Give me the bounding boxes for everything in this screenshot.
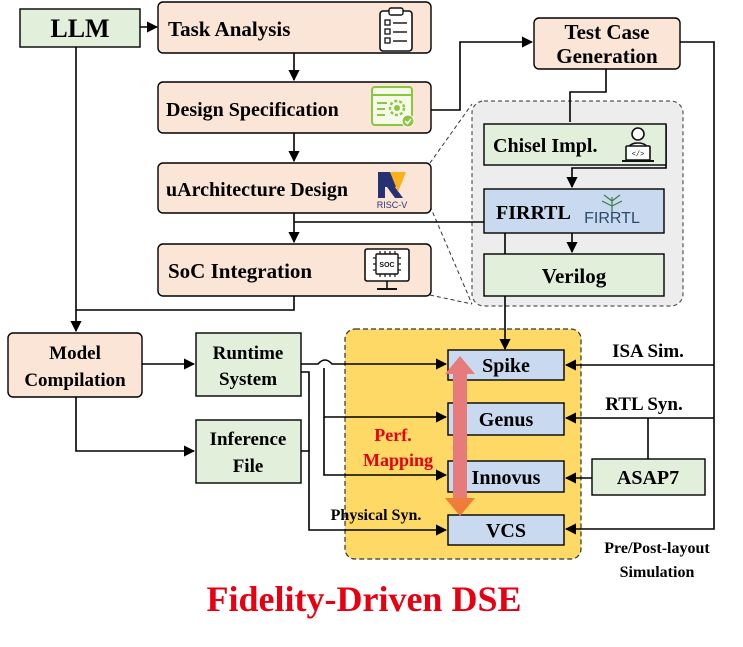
perf-mapping-line1: Perf. bbox=[374, 425, 411, 445]
spec-gear-icon bbox=[371, 86, 415, 128]
soc-integration-label: SoC Integration bbox=[168, 259, 312, 283]
zoom-line-top bbox=[429, 103, 473, 164]
task-analysis-label: Task Analysis bbox=[168, 17, 290, 41]
uarchitecture-design-label: uArchitecture Design bbox=[166, 179, 348, 201]
svg-text:FIRRTL: FIRRTL bbox=[584, 210, 640, 227]
firrtl-tree-logo: FIRRTL bbox=[584, 194, 640, 227]
genus-box bbox=[447, 402, 565, 436]
firrtl-box bbox=[483, 188, 665, 234]
innovus-box bbox=[447, 460, 565, 493]
design-specification-label: Design Specification bbox=[166, 99, 339, 121]
soc-chip-monitor-icon: SOC bbox=[364, 248, 410, 290]
checklist-icon bbox=[379, 7, 413, 52]
developer-laptop-icon: </> bbox=[622, 127, 654, 162]
inference-file-line1: Inference bbox=[210, 429, 287, 450]
asap7-label: ASAP7 bbox=[617, 467, 679, 489]
risc-v-logo: RISC-V bbox=[377, 172, 408, 210]
verilog-box bbox=[483, 253, 665, 297]
verilog-label: Verilog bbox=[542, 264, 607, 288]
svg-text:</>: </> bbox=[632, 151, 645, 159]
uarchitecture-design-box bbox=[157, 162, 432, 214]
isa-sim-label: ISA Sim. bbox=[612, 341, 684, 362]
zoom-line-soc bbox=[429, 294, 473, 305]
zoom-line-bottom bbox=[429, 205, 473, 305]
svg-text:RISC-V: RISC-V bbox=[377, 200, 408, 210]
runtime-system-line1: Runtime bbox=[213, 343, 284, 364]
model-compilation-line1: Model bbox=[49, 343, 101, 364]
diagram-title: Fidelity-Driven DSE bbox=[207, 579, 522, 619]
pre-post-layout-line2: Simulation bbox=[620, 564, 695, 581]
test-case-generation-line2: Generation bbox=[556, 44, 658, 68]
model-compilation-line2: Compilation bbox=[24, 370, 126, 391]
svg-text:SOC: SOC bbox=[379, 262, 394, 269]
asap7-box bbox=[591, 458, 706, 496]
task-analysis-box bbox=[157, 1, 432, 54]
vcs-label: VCS bbox=[486, 520, 526, 542]
soc-integration-box bbox=[157, 243, 432, 297]
perf-mapping-arrow bbox=[445, 356, 475, 516]
physical-syn-label: Physical Syn. bbox=[331, 507, 422, 524]
model-compilation-box bbox=[7, 332, 143, 398]
test-case-generation-box bbox=[533, 17, 681, 70]
llm-label: LLM bbox=[50, 14, 109, 43]
spike-label: Spike bbox=[482, 355, 530, 377]
firrtl-label: FIRRTL bbox=[496, 202, 571, 224]
llm-box bbox=[19, 8, 141, 48]
test-case-generation-line1: Test Case bbox=[565, 20, 650, 44]
rtl-syn-label: RTL Syn. bbox=[605, 394, 682, 415]
chisel-impl-label: Chisel Impl. bbox=[493, 135, 597, 157]
inference-file-box bbox=[195, 419, 302, 484]
innovus-label: Innovus bbox=[472, 467, 541, 489]
design-specification-box bbox=[157, 81, 432, 134]
genus-label: Genus bbox=[479, 409, 534, 431]
vcs-box bbox=[447, 514, 565, 546]
inference-file-line2: File bbox=[233, 456, 264, 477]
runtime-system-line2: System bbox=[219, 369, 277, 390]
pre-post-layout-line1: Pre/Post-layout bbox=[604, 540, 710, 557]
perf-mapping-line2: Mapping bbox=[363, 450, 433, 470]
runtime-system-box bbox=[195, 332, 302, 397]
